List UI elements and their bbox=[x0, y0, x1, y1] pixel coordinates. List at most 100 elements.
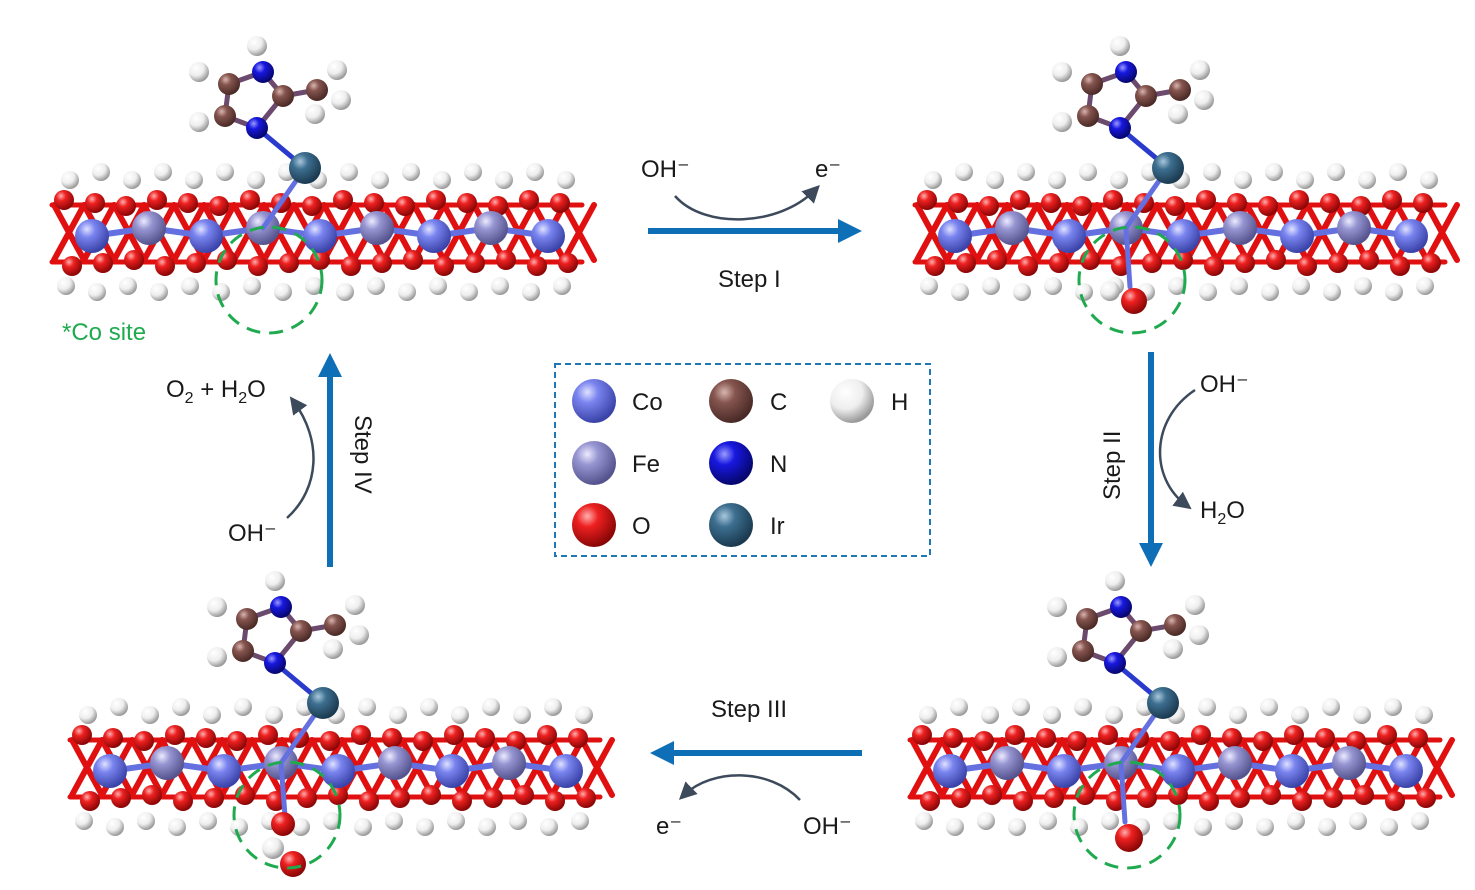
h-atom bbox=[1047, 597, 1067, 617]
h-atom bbox=[92, 163, 110, 181]
n-atom bbox=[252, 61, 274, 83]
h-atom bbox=[106, 818, 124, 836]
h-atom bbox=[1017, 163, 1035, 181]
o-atom bbox=[558, 253, 578, 273]
o-atom bbox=[496, 250, 516, 270]
bond bbox=[1419, 737, 1455, 798]
h-atom bbox=[1389, 163, 1407, 181]
h-atom bbox=[207, 597, 227, 617]
o-atom bbox=[1297, 256, 1317, 276]
step1-product: e⁻ bbox=[815, 156, 841, 183]
h-atom bbox=[61, 171, 79, 189]
o-atom bbox=[1044, 788, 1064, 808]
o-atom bbox=[395, 196, 415, 216]
co-atom bbox=[417, 219, 451, 253]
o-atom bbox=[1222, 728, 1242, 748]
legend-label-ir: Ir bbox=[770, 513, 785, 540]
o-atom bbox=[1041, 193, 1061, 213]
o-atom bbox=[196, 728, 216, 748]
o-atom bbox=[134, 731, 154, 751]
bond bbox=[579, 737, 615, 798]
co-site-circle bbox=[214, 225, 324, 335]
h-atom bbox=[358, 698, 376, 716]
step3-arrow-head bbox=[650, 741, 674, 765]
h-atom bbox=[1353, 706, 1371, 724]
step1-curve-arrow bbox=[674, 184, 820, 221]
o-atom bbox=[1377, 725, 1397, 745]
o-atom bbox=[1230, 788, 1250, 808]
fe-atom bbox=[132, 211, 166, 245]
h-atom bbox=[1323, 283, 1341, 301]
fe-atom bbox=[995, 211, 1029, 245]
step3-curve-arrow bbox=[678, 774, 801, 801]
o-atom bbox=[1323, 788, 1343, 808]
o-atom bbox=[1408, 728, 1428, 748]
h-atom bbox=[327, 60, 347, 80]
o-atom bbox=[537, 725, 557, 745]
step4-product: O2 + H2O bbox=[166, 376, 266, 407]
o-atom bbox=[271, 812, 295, 836]
o-atom bbox=[178, 193, 198, 213]
o-atom bbox=[1121, 288, 1147, 314]
h-atom bbox=[1100, 281, 1120, 301]
legend-label-fe: Fe bbox=[632, 451, 660, 478]
h-atom bbox=[915, 812, 933, 830]
o-atom bbox=[1390, 256, 1410, 276]
co-atom bbox=[1280, 219, 1314, 253]
fe-atom bbox=[378, 746, 412, 780]
n-atom bbox=[709, 441, 753, 485]
o-atom bbox=[173, 791, 193, 811]
step2-curve-arrow bbox=[1158, 388, 1196, 510]
h-atom bbox=[181, 277, 199, 295]
o-atom bbox=[1413, 193, 1433, 213]
legend-border bbox=[554, 363, 931, 557]
fe-atom bbox=[492, 746, 526, 780]
o-atom bbox=[116, 196, 136, 216]
step4-curve-arrow bbox=[286, 396, 315, 519]
o-atom bbox=[1359, 250, 1379, 270]
o-atom bbox=[1018, 256, 1038, 276]
h-atom bbox=[371, 171, 389, 189]
legend-label-h: H bbox=[891, 389, 908, 416]
bond bbox=[51, 202, 87, 263]
h-atom bbox=[478, 818, 496, 836]
o-atom bbox=[987, 250, 1007, 270]
h-atom bbox=[460, 283, 478, 301]
h-atom bbox=[1163, 812, 1181, 830]
h-atom bbox=[1260, 698, 1278, 716]
h-atom bbox=[950, 698, 968, 716]
o-atom bbox=[488, 196, 508, 216]
o-atom bbox=[483, 788, 503, 808]
o-atom bbox=[925, 256, 945, 276]
o-atom bbox=[390, 788, 410, 808]
o-atom bbox=[382, 728, 402, 748]
structure-o-adsorbed bbox=[907, 571, 1455, 870]
h-atom bbox=[1199, 283, 1217, 301]
n-atom bbox=[270, 596, 292, 618]
h-atom bbox=[1229, 706, 1247, 724]
step3-reactant: OH⁻ bbox=[803, 813, 852, 840]
o-atom bbox=[85, 193, 105, 213]
c-atom bbox=[1135, 85, 1157, 107]
h-atom bbox=[110, 698, 128, 716]
c-atom bbox=[1130, 620, 1152, 642]
o-atom bbox=[475, 728, 495, 748]
co-atom bbox=[189, 219, 223, 253]
o-atom bbox=[514, 785, 534, 805]
h-atom bbox=[1292, 277, 1310, 295]
h-atom bbox=[1203, 163, 1221, 181]
h-atom bbox=[88, 283, 106, 301]
h-atom bbox=[1358, 171, 1376, 189]
h-atom bbox=[1194, 90, 1214, 110]
h-atom bbox=[1354, 277, 1372, 295]
h-atom bbox=[150, 283, 168, 301]
step2-reactant: OH⁻ bbox=[1200, 371, 1249, 398]
fe-atom bbox=[150, 746, 184, 780]
h-atom bbox=[1074, 698, 1092, 716]
h-atom bbox=[172, 698, 190, 716]
o-atom bbox=[1115, 824, 1143, 852]
c-atom bbox=[1164, 614, 1186, 636]
h-atom bbox=[1327, 163, 1345, 181]
o-atom bbox=[527, 256, 547, 276]
